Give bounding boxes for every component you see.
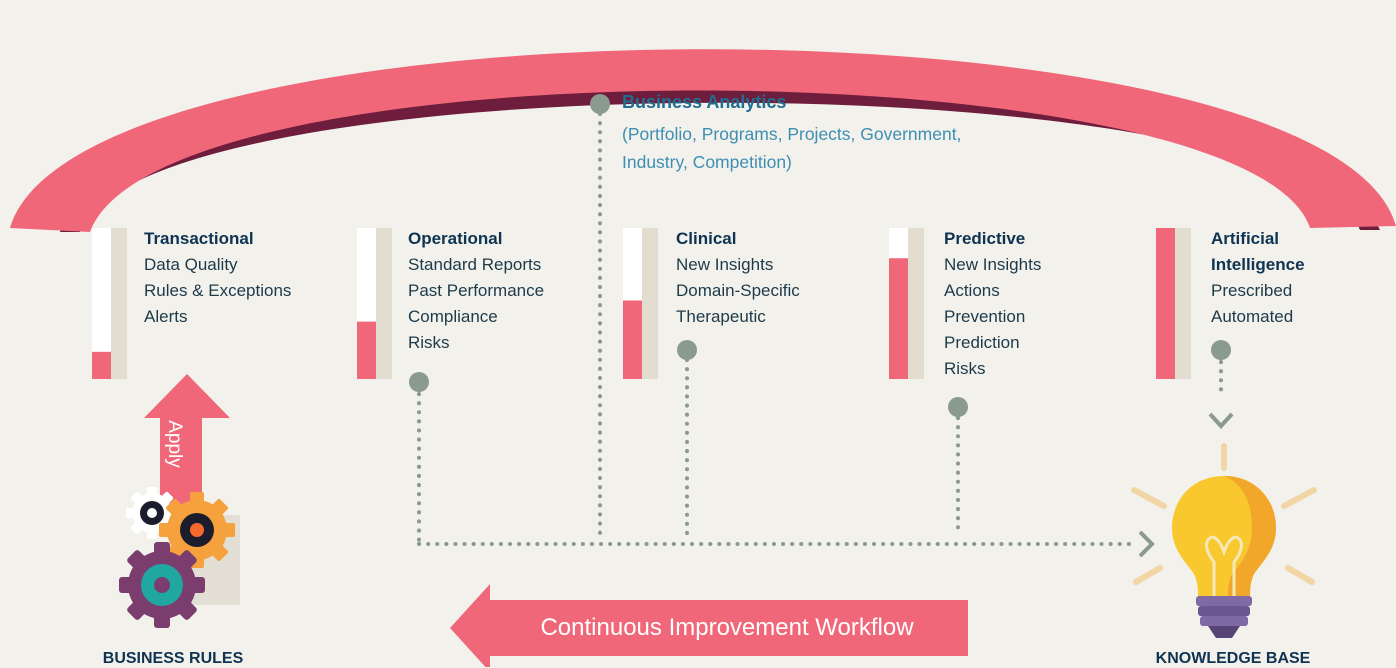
knowledge-base-label: KNOWLEDGE BASE <box>1155 650 1311 667</box>
stage-title: Operational <box>408 229 503 248</box>
stage-bar-shadow <box>642 228 658 379</box>
stage-transactional: Transactional Data Quality Rules & Excep… <box>144 226 291 330</box>
stage-bars <box>92 228 1191 379</box>
stage-bar-shadow <box>376 228 392 379</box>
node-dot-icon <box>948 397 968 417</box>
stage-bar-shadow <box>1175 228 1191 379</box>
stage-title: Transactional <box>144 229 254 248</box>
stage-item: New Insights <box>944 255 1042 274</box>
stage-title: Predictive <box>944 229 1026 248</box>
stage-item: Prevention <box>944 307 1026 326</box>
node-dot-icon <box>590 94 610 114</box>
stage-item: Alerts <box>144 307 188 326</box>
apply-arrow <box>144 374 230 520</box>
node-dot-icon <box>677 340 697 360</box>
stage-title: Artificial <box>1211 229 1280 248</box>
stage-item: Rules & Exceptions <box>144 281 292 300</box>
stage-bar-fill <box>357 321 376 379</box>
stage-item: New Insights <box>676 255 774 274</box>
stage-item: Compliance <box>408 307 498 326</box>
stage-artificial-intelligence: Artificial Intelligence Prescribed Autom… <box>1211 226 1305 330</box>
business-analytics-subtitle-line: (Portfolio, Programs, Projects, Governme… <box>622 124 962 144</box>
dotted-connectors <box>417 112 1223 546</box>
stage-item: Automated <box>1211 307 1294 326</box>
chevron-down-icon <box>1208 412 1234 429</box>
node-dots <box>409 94 1231 417</box>
stage-item: Actions <box>944 281 1000 300</box>
stage-title: Intelligence <box>1211 255 1305 274</box>
stage-item: Prescribed <box>1211 281 1293 300</box>
stage-operational: Operational Standard Reports Past Perfor… <box>408 226 544 356</box>
stage-item: Risks <box>408 333 450 352</box>
stage-bar-fill <box>623 300 642 379</box>
stage-bar-fill <box>92 351 111 379</box>
node-dot-icon <box>409 372 429 392</box>
stage-bar-shadow <box>111 228 127 379</box>
stage-item: Domain-Specific <box>676 281 800 300</box>
workflow-label: Continuous Improvement Workflow <box>540 614 914 641</box>
stage-item: Therapeutic <box>676 307 766 326</box>
business-rules-label: BUSINESS RULES <box>102 650 244 667</box>
lightbulb-icon <box>1131 443 1317 638</box>
stage-item: Standard Reports <box>408 255 542 274</box>
business-analytics-title: Business Analytics <box>622 92 787 112</box>
stage-item: Risks <box>944 359 986 378</box>
stage-title: Clinical <box>676 229 737 248</box>
workflow-arrow <box>450 584 968 667</box>
stage-bar-track <box>92 228 111 379</box>
node-dot-icon <box>1211 340 1231 360</box>
stage-item: Past Performance <box>408 281 545 300</box>
business-analytics-subtitle: (Portfolio, Programs, Projects, Governme… <box>622 120 1002 176</box>
chevron-right-icon <box>1138 530 1155 558</box>
gears-icon <box>119 487 240 628</box>
stage-bar-fill <box>889 258 908 379</box>
stage-item: Data Quality <box>144 255 238 274</box>
apply-label: Apply <box>164 420 185 468</box>
business-analytics-subtitle-line: Industry, Competition) <box>622 152 792 172</box>
feedback-arc <box>10 49 1396 232</box>
stage-item: Prediction <box>944 333 1020 352</box>
stage-predictive: Predictive New Insights Actions Preventi… <box>944 226 1041 382</box>
stage-clinical: Clinical New Insights Domain-Specific Th… <box>676 226 800 330</box>
stage-bar-shadow <box>908 228 924 379</box>
stage-bar-fill <box>1156 228 1175 379</box>
